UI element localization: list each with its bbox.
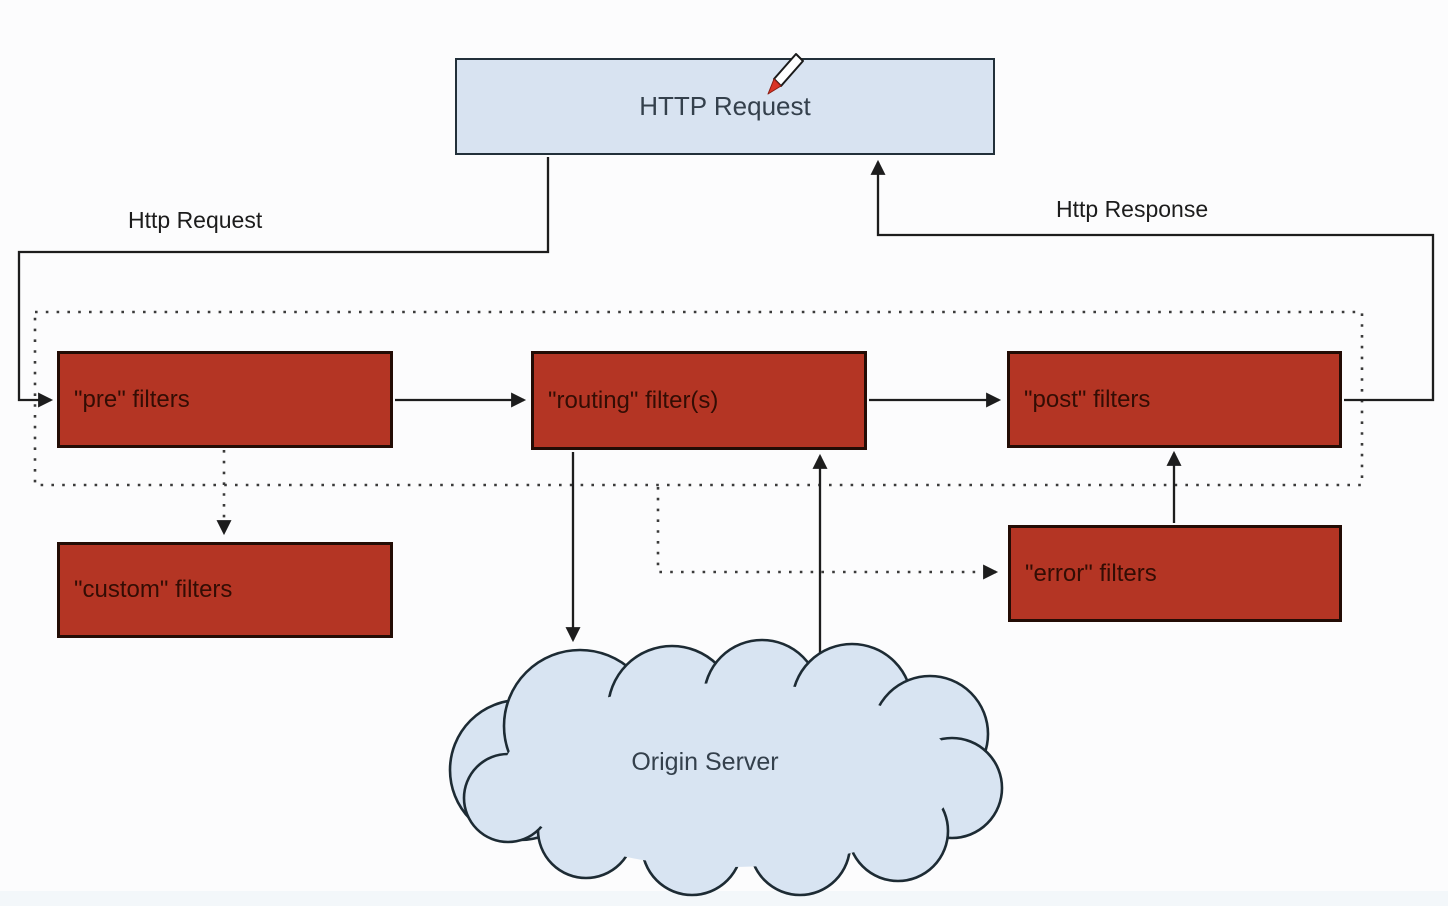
origin-server-label: Origin Server	[631, 748, 779, 776]
http-request-box: HTTP Request	[455, 58, 995, 155]
connector-post-to-response	[870, 159, 1435, 402]
custom-filters-label: "custom" filters	[74, 576, 233, 603]
pre-filters-label: "pre" filters	[74, 385, 190, 413]
connector-boundary-to-error-dotted	[656, 487, 999, 580]
error-filters-box: "error" filters	[1008, 525, 1342, 622]
connector-request-to-pre	[17, 157, 550, 408]
custom-filters-box: "custom" filters	[57, 542, 393, 638]
pre-filters-box: "pre" filters	[57, 351, 393, 448]
http-request-box-label: HTTP Request	[639, 91, 811, 121]
pen-cursor-icon	[767, 53, 804, 95]
http-request-edge-label: Http Request	[128, 207, 263, 233]
routing-filters-label: "routing" filter(s)	[548, 386, 719, 414]
post-filters-label: "post" filters	[1024, 385, 1151, 413]
post-filters-box: "post" filters	[1007, 351, 1342, 448]
bottom-band	[0, 891, 1448, 906]
routing-filters-box: "routing" filter(s)	[531, 351, 867, 450]
http-response-edge-label: Http Response	[1056, 196, 1209, 222]
origin-server-cloud	[448, 638, 1004, 897]
error-filters-label: "error" filters	[1025, 559, 1157, 587]
